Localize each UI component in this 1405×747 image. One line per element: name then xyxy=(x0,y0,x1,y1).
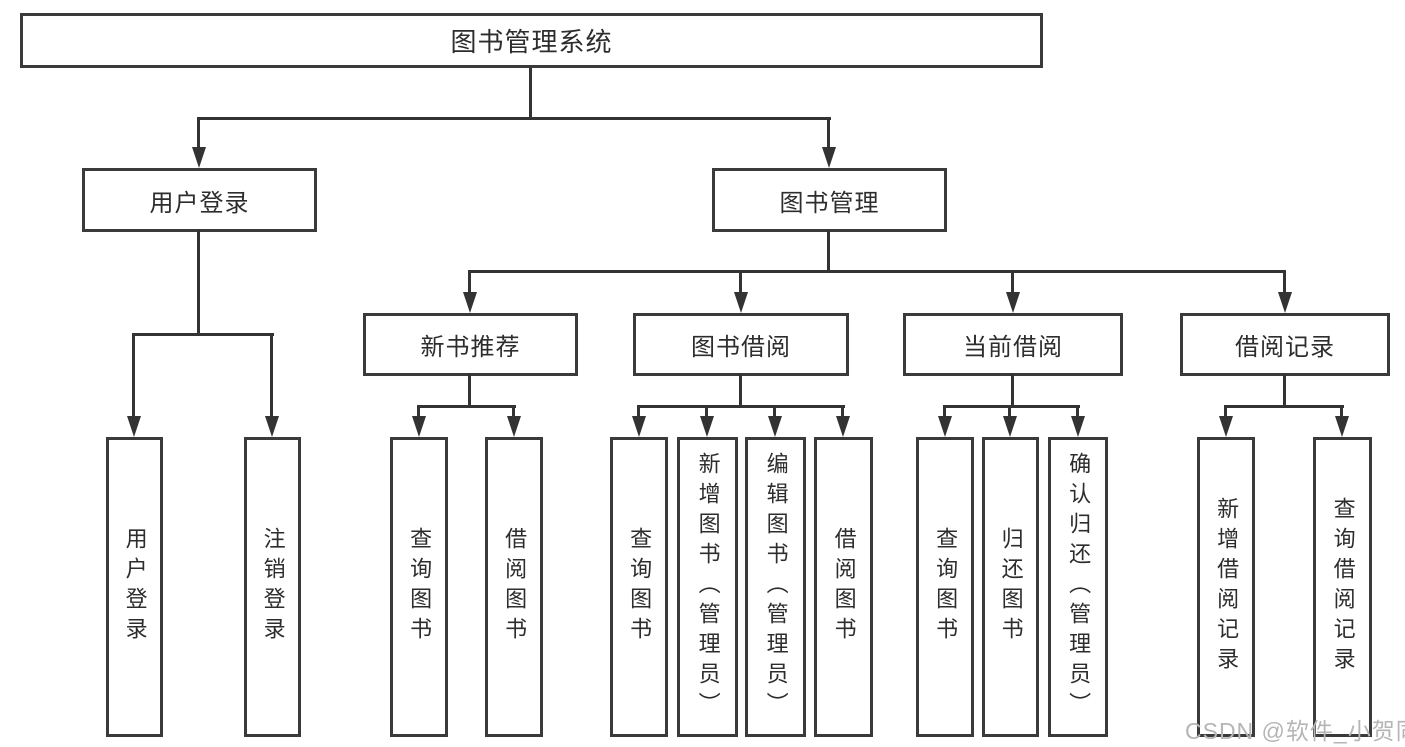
connector-recommend-stem xyxy=(468,374,471,408)
leaf-current-confirm-return-admin-label: 确认归还（管理员） xyxy=(1066,452,1092,722)
node-book-borrowing-label: 图书借阅 xyxy=(691,334,791,361)
node-borrowing-records: 借阅记录 xyxy=(1180,313,1390,376)
node-current-borrowing: 当前借阅 xyxy=(903,313,1123,376)
connector-root-stem xyxy=(529,68,532,120)
connector-current-split xyxy=(943,405,1080,408)
arrow-down-icon xyxy=(463,292,477,313)
leaf-logout-label: 注销登录 xyxy=(260,527,286,647)
leaf-recommend-query-book: 查询图书 xyxy=(390,437,448,737)
node-user-login: 用户登录 xyxy=(82,168,317,232)
connector-book-mgmt-split xyxy=(469,270,1286,273)
arrow-down-icon xyxy=(192,147,206,168)
node-current-borrowing-label: 当前借阅 xyxy=(963,334,1063,361)
leaf-current-return-book-label: 归还图书 xyxy=(998,527,1024,647)
connector-recommend-split xyxy=(418,405,516,408)
connector-line xyxy=(827,117,830,150)
connector-user-login-split xyxy=(133,333,274,336)
connector-line xyxy=(705,405,708,419)
leaf-recommend-borrow-book: 借阅图书 xyxy=(485,437,543,737)
leaf-logout: 注销登录 xyxy=(244,437,301,737)
connector-borrowing-split xyxy=(637,405,845,408)
leaf-borrowing-edit-book-admin: 编辑图书（管理员） xyxy=(745,437,806,737)
arrow-down-icon xyxy=(632,416,646,437)
connector-root-split xyxy=(198,117,831,120)
connector-current-stem xyxy=(1011,374,1014,408)
connector-line xyxy=(417,405,420,419)
leaf-borrowing-borrow-book: 借阅图书 xyxy=(814,437,873,737)
leaf-recommend-borrow-book-label: 借阅图书 xyxy=(502,527,528,647)
connector-line xyxy=(468,270,471,295)
arrow-down-icon xyxy=(1335,416,1349,437)
connector-book-mgmt-stem xyxy=(827,230,830,273)
connector-line xyxy=(270,333,273,418)
leaf-records-query-record: 查询借阅记录 xyxy=(1313,437,1372,737)
connector-line xyxy=(512,405,515,419)
arrow-down-icon xyxy=(1219,416,1233,437)
node-borrowing-records-label: 借阅记录 xyxy=(1235,334,1335,361)
node-user-login-label: 用户登录 xyxy=(149,189,250,217)
leaf-borrowing-edit-book-admin-label: 编辑图书（管理员） xyxy=(763,452,789,722)
node-new-book-recommend-label: 新书推荐 xyxy=(420,334,521,361)
leaf-borrowing-add-book-admin-label: 新增图书（管理员） xyxy=(695,452,721,722)
leaf-borrowing-query-book: 查询图书 xyxy=(610,437,668,737)
leaf-user-login: 用户登录 xyxy=(106,437,163,737)
arrow-down-icon xyxy=(822,147,836,168)
connector-borrowing-stem xyxy=(739,374,742,408)
arrow-down-icon xyxy=(1003,416,1017,437)
arrow-down-icon xyxy=(836,416,850,437)
connector-line xyxy=(739,270,742,295)
leaf-borrowing-query-book-label: 查询图书 xyxy=(627,527,653,647)
arrow-down-icon xyxy=(1006,292,1020,313)
leaf-records-add-record-label: 新增借阅记录 xyxy=(1214,497,1240,677)
connector-line xyxy=(1224,405,1227,419)
connector-records-split xyxy=(1224,405,1344,408)
connector-line xyxy=(1283,270,1286,295)
arrow-down-icon xyxy=(265,416,279,437)
leaf-current-return-book: 归还图书 xyxy=(982,437,1039,737)
connector-line xyxy=(1008,405,1011,419)
arrow-down-icon xyxy=(700,416,714,437)
connector-line xyxy=(773,405,776,419)
arrow-down-icon xyxy=(768,416,782,437)
connector-line xyxy=(197,117,200,150)
leaf-records-add-record: 新增借阅记录 xyxy=(1197,437,1255,737)
leaf-borrowing-borrow-book-label: 借阅图书 xyxy=(831,527,857,647)
connector-records-stem xyxy=(1283,374,1286,408)
watermark: CSDN @软件_小贺同学 xyxy=(1185,718,1405,744)
leaf-current-query-book-label: 查询图书 xyxy=(933,527,959,647)
arrow-down-icon xyxy=(1071,416,1085,437)
node-book-management-label: 图书管理 xyxy=(779,189,880,217)
arrow-down-icon xyxy=(412,416,426,437)
connector-line xyxy=(132,333,135,418)
arrow-down-icon xyxy=(1278,292,1292,313)
leaf-user-login-label: 用户登录 xyxy=(122,527,148,647)
leaf-current-confirm-return-admin: 确认归还（管理员） xyxy=(1048,437,1108,737)
arrow-down-icon xyxy=(507,416,521,437)
node-library-system-label: 图书管理系统 xyxy=(450,27,613,57)
connector-line xyxy=(943,405,946,419)
connector-line xyxy=(1076,405,1079,419)
connector-line xyxy=(841,405,844,419)
connector-line xyxy=(637,405,640,419)
node-library-system: 图书管理系统 xyxy=(20,13,1043,68)
arrow-down-icon xyxy=(127,416,141,437)
leaf-recommend-query-book-label: 查询图书 xyxy=(407,527,433,647)
node-book-borrowing: 图书借阅 xyxy=(633,313,849,376)
connector-line xyxy=(1011,270,1014,295)
arrow-down-icon xyxy=(938,416,952,437)
arrow-down-icon xyxy=(734,292,748,313)
leaf-records-query-record-label: 查询借阅记录 xyxy=(1330,497,1356,677)
connector-user-login-stem xyxy=(197,230,200,336)
connector-line xyxy=(1340,405,1343,419)
node-new-book-recommend: 新书推荐 xyxy=(363,313,578,376)
leaf-current-query-book: 查询图书 xyxy=(916,437,974,737)
leaf-borrowing-add-book-admin: 新增图书（管理员） xyxy=(677,437,738,737)
node-book-management: 图书管理 xyxy=(712,168,947,232)
